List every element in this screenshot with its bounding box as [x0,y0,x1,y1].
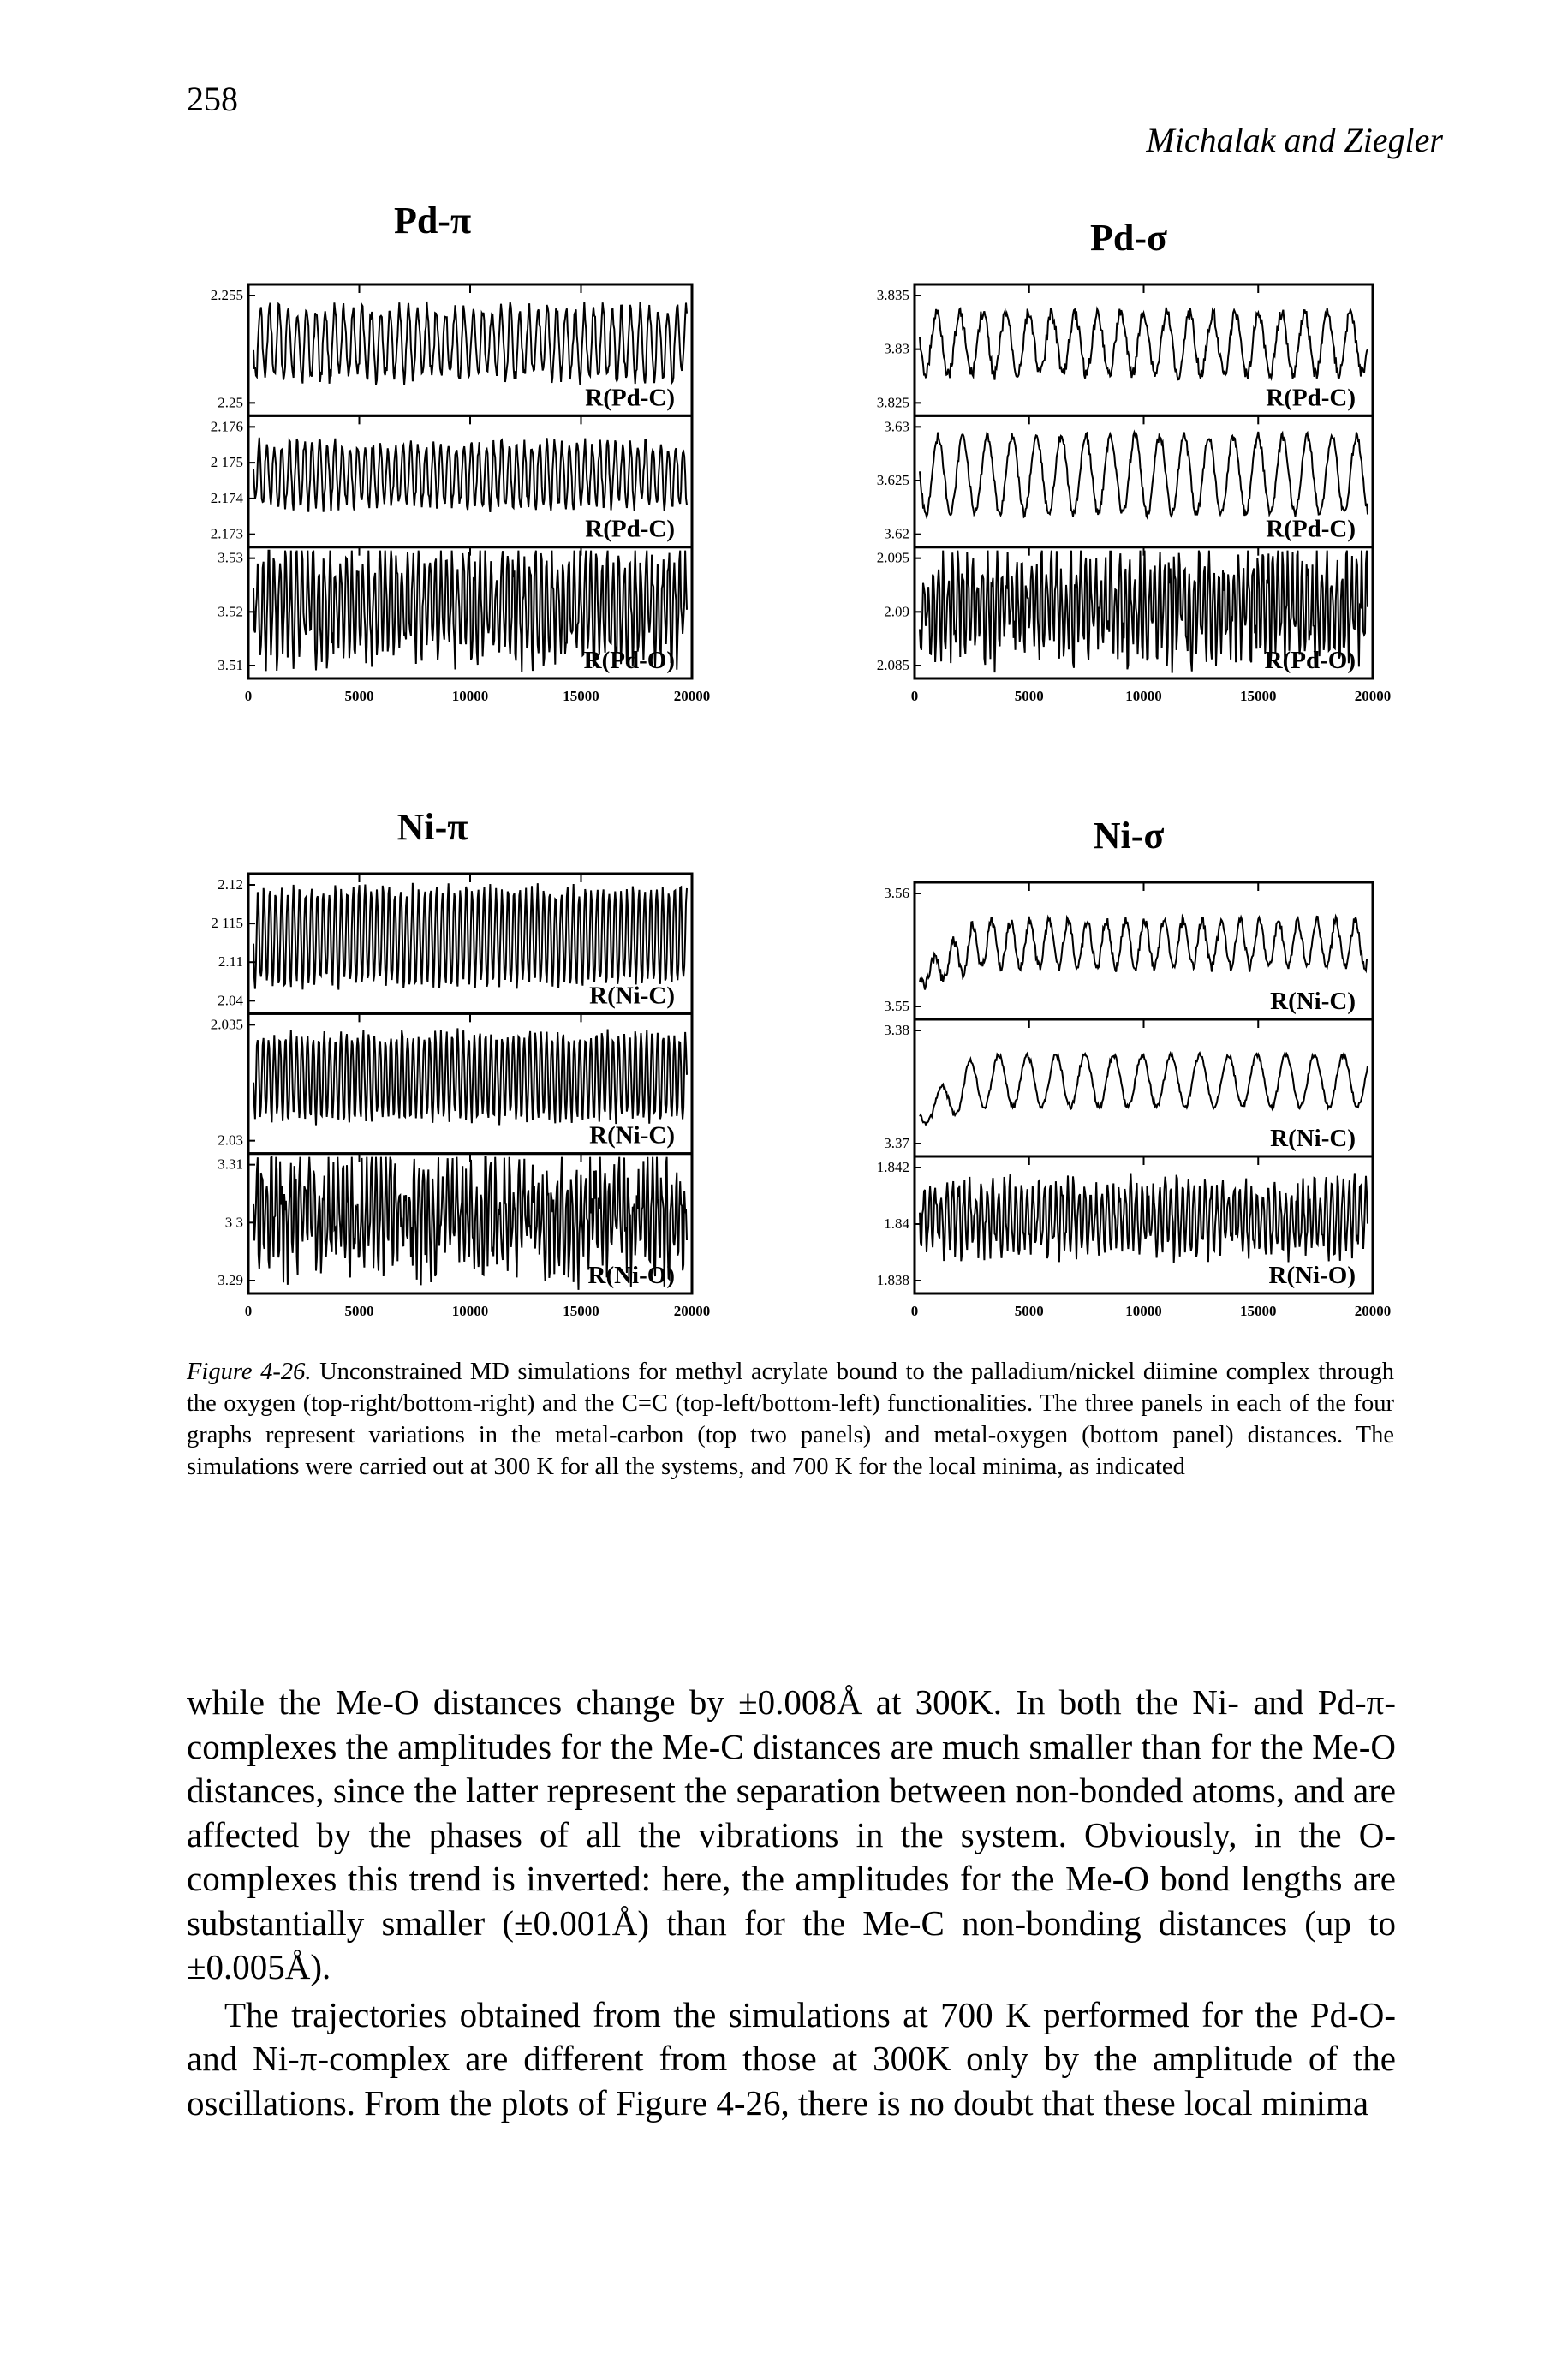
x-tick-label: 0 [245,688,253,704]
md-trace-line [919,1173,1368,1263]
y-tick-label: 3.55 [884,998,909,1014]
md-trace-line [919,913,1368,990]
md-trace-line [919,1049,1368,1127]
x-tick-label: 20000 [1355,1303,1392,1319]
y-tick-label: 2.085 [877,657,909,673]
x-tick-label: 5000 [1015,688,1044,704]
trace-label: R(Pd-C) [585,516,675,543]
md-trace-line [919,429,1368,521]
y-tick-label: 2 175 [211,454,243,470]
x-tick-label: 10000 [452,1303,489,1319]
md-trace-line [253,1028,688,1126]
y-tick-label: 2.174 [211,490,244,506]
trace-label: R(Ni-C) [1270,1125,1356,1152]
y-tick-label: 3.56 [884,885,909,901]
x-tick-label: 5000 [345,1303,374,1319]
running-head: Michalak and Ziegler [1146,121,1443,159]
panel-title: Pd-σ [1090,217,1167,259]
y-tick-label: 2.255 [211,287,243,303]
x-tick-label: 10000 [1125,688,1162,704]
y-tick-label: 3.825 [877,394,909,410]
y-tick-label: 3.62 [884,526,909,542]
y-tick-label: 2.09 [884,603,909,619]
trace-label: R(Ni-O) [1269,1262,1356,1289]
y-tick-label: 2 115 [211,915,243,931]
page-number: 258 [187,80,238,118]
trace-label: R(Pd-O) [584,647,675,674]
y-tick-label: 2.173 [211,526,243,542]
trace-label: R(Pd-C) [585,384,675,411]
x-tick-label: 0 [911,1303,919,1319]
y-tick-label: 3.625 [877,472,909,488]
body-paragraph-1: while the Me-O distances change by ±0.00… [187,1682,1396,1986]
x-tick-label: 15000 [563,688,599,704]
x-tick-label: 15000 [1240,688,1277,704]
x-tick-label: 10000 [452,688,489,704]
y-tick-label: 2.03 [218,1132,243,1149]
md-trace-line [919,550,1368,673]
body-paragraph-2: The trajectories obtained from the simul… [187,1994,1396,2123]
x-tick-label: 5000 [345,688,374,704]
md-trace-line [253,301,688,385]
md-trace-line [253,437,688,512]
x-tick-label: 5000 [1015,1303,1044,1319]
trace-label: R(Ni-C) [1270,988,1356,1015]
x-tick-label: 20000 [674,1303,711,1319]
figure-caption: Figure 4-26. Unconstrained MD simulation… [187,1356,1394,1483]
y-tick-label: 3.31 [218,1156,243,1173]
y-tick-label: 2.095 [877,550,909,566]
x-tick-label: 20000 [1355,688,1392,704]
md-trace-line [253,549,688,672]
y-tick-label: 3.83 [884,341,909,357]
y-tick-label: 1.842 [877,1159,909,1175]
y-tick-label: 2.25 [218,394,243,410]
panel-title: Ni-π [397,806,468,848]
md-trace-line [919,306,1368,381]
y-tick-label: 2.176 [211,418,243,434]
x-tick-label: 20000 [674,688,711,704]
y-tick-label: 3.52 [218,603,243,619]
caption-label: Figure 4-26. [187,1359,312,1385]
x-tick-label: 15000 [1240,1303,1277,1319]
trace-label: R(Pd-C) [1266,516,1356,543]
y-tick-label: 2.035 [211,1016,243,1032]
y-tick-label: 3.63 [884,418,909,434]
y-tick-label: 3.53 [218,550,243,566]
panel-title: Ni-σ [1094,815,1165,857]
y-tick-label: 3 3 [225,1214,243,1230]
y-tick-label: 1.84 [884,1215,909,1232]
md-trace-line [253,882,688,990]
y-tick-label: 1.838 [877,1272,909,1288]
y-tick-label: 3.38 [884,1022,909,1038]
trace-label: R(Ni-C) [589,982,675,1009]
trace-label: R(Pd-O) [1265,647,1356,674]
y-tick-label: 3.51 [218,657,243,673]
y-tick-label: 3.835 [877,287,909,303]
x-tick-label: 10000 [1125,1303,1162,1319]
trace-label: R(Ni-O) [588,1262,675,1289]
caption-text: Unconstrained MD simulations for methyl … [187,1359,1394,1480]
y-tick-label: 2.11 [218,953,243,970]
y-tick-label: 2.12 [218,876,243,893]
trace-label: R(Pd-C) [1266,384,1356,411]
md-trace-line [253,1155,688,1290]
y-tick-label: 2.04 [218,992,243,1008]
y-tick-label: 3.29 [218,1272,243,1288]
x-tick-label: 0 [911,688,919,704]
y-tick-label: 3.37 [884,1135,909,1151]
panel-title: Pd-π [394,200,471,242]
x-tick-label: 15000 [563,1303,599,1319]
body-text: while the Me-O distances change by ±0.00… [187,1681,1396,2125]
x-tick-label: 0 [245,1303,253,1319]
trace-label: R(Ni-C) [589,1122,675,1150]
